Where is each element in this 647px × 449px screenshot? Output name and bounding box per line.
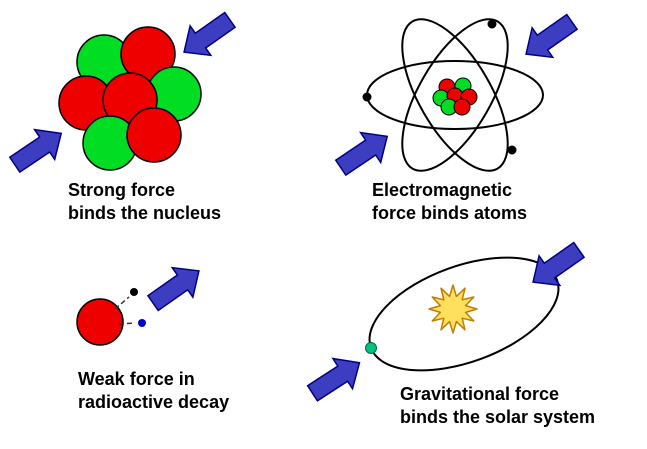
electron-orbit bbox=[401, 18, 509, 172]
sun-icon bbox=[428, 284, 478, 334]
force-arrow-icon bbox=[301, 346, 371, 410]
weak-force-decay bbox=[76, 288, 146, 346]
electron-dot bbox=[362, 92, 372, 102]
force-arrow-icon bbox=[514, 6, 584, 70]
planet-dot bbox=[365, 342, 377, 354]
caption-line: binds the solar system bbox=[400, 407, 596, 427]
caption-line: Strong force bbox=[68, 180, 176, 200]
caption-line: Weak force in bbox=[78, 369, 195, 389]
atom-nucleus bbox=[432, 77, 478, 116]
force-arrow-icon bbox=[329, 120, 399, 184]
caption-weak-force: Weak force in radioactive decay bbox=[78, 368, 229, 414]
nucleon-red bbox=[126, 107, 182, 163]
force-arrow-icon bbox=[141, 255, 211, 319]
force-arrow-icon bbox=[172, 4, 242, 68]
caption-line: binds the nucleus bbox=[68, 203, 222, 223]
decay-trail bbox=[118, 322, 136, 325]
decay-trail bbox=[114, 296, 130, 310]
force-arrow-icon bbox=[521, 234, 591, 298]
decaying-nucleus bbox=[76, 298, 124, 346]
weak-force-arrows bbox=[141, 255, 211, 319]
caption-electromagnetic-force: Electromagnetic force binds atoms bbox=[372, 179, 527, 225]
electron-dot bbox=[487, 19, 497, 29]
emitted-particle-dot bbox=[130, 288, 138, 296]
emitted-beta-dot bbox=[138, 319, 146, 327]
caption-line: force binds atoms bbox=[372, 203, 528, 223]
caption-gravitational-force: Gravitational force binds the solar syst… bbox=[400, 383, 595, 429]
caption-line: Gravitational force bbox=[400, 384, 560, 404]
electromagnetic-atom bbox=[362, 18, 544, 172]
electron-dot bbox=[507, 145, 517, 155]
force-arrow-icon bbox=[3, 117, 73, 181]
caption-line: Electromagnetic bbox=[372, 180, 513, 200]
strong-force-nucleus bbox=[58, 26, 202, 171]
caption-line: radioactive decay bbox=[78, 392, 230, 412]
nucleon-red bbox=[453, 98, 471, 116]
caption-strong-force: Strong force binds the nucleus bbox=[68, 179, 221, 225]
